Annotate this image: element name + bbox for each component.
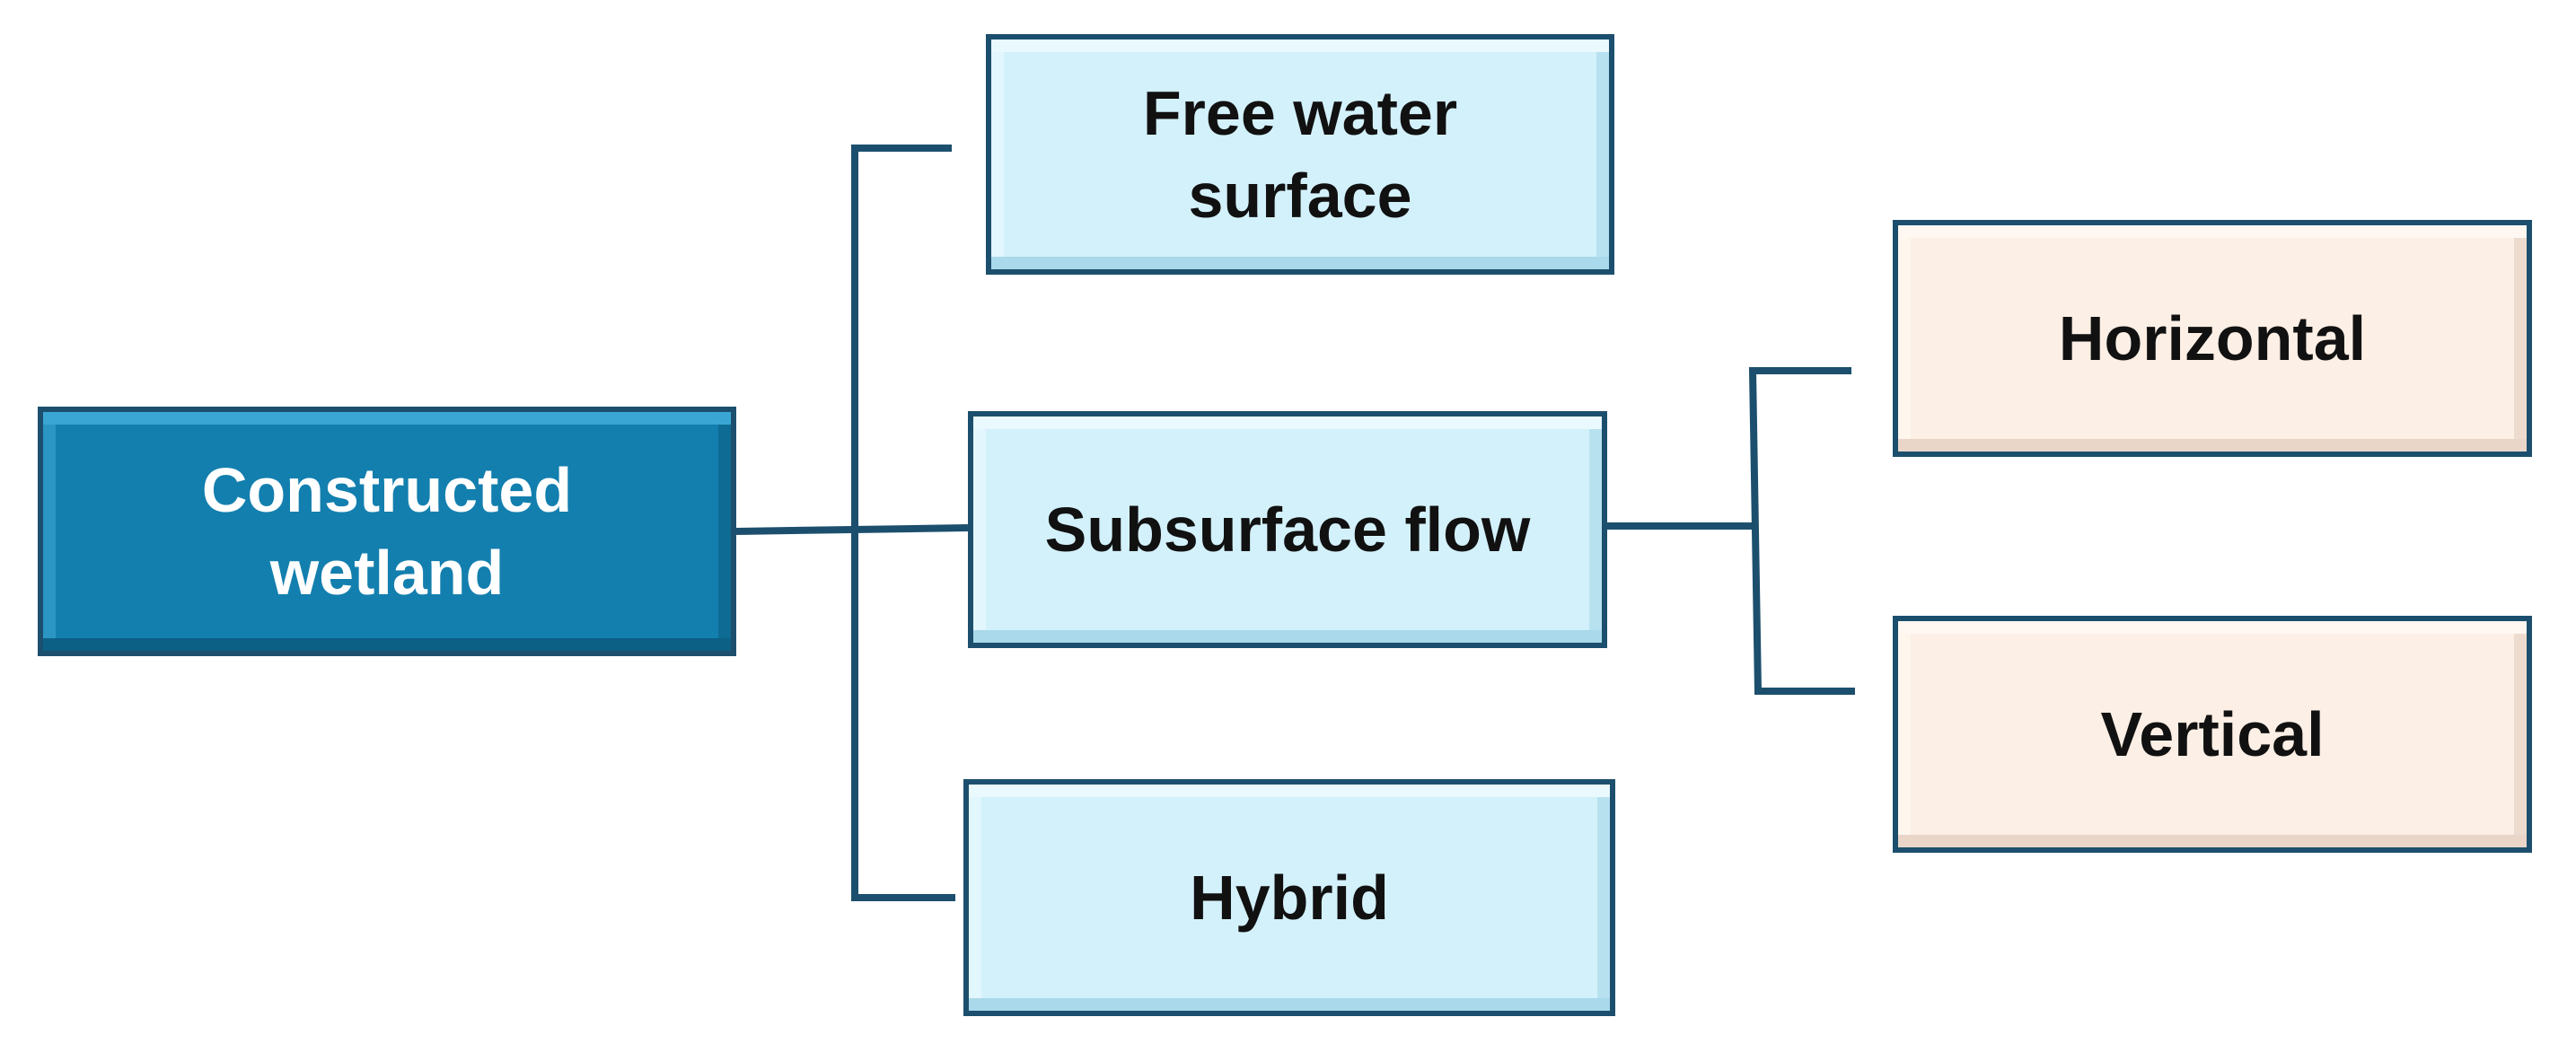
node-constructed-wetland-label: Constructed wetland [201,454,573,608]
node-subsurface-flow: Subsurface flow [968,411,1607,648]
node-vertical: Vertical [1893,616,2532,853]
node-horizontal-label: Horizontal [2058,303,2367,373]
node-vertical-label: Vertical [2100,698,2325,769]
edge-second-level-bracket [1748,367,1855,695]
node-free-water-surface: Free water surface [986,34,1614,275]
node-horizontal: Horizontal [1893,220,2532,457]
node-hybrid-label: Hybrid [1190,862,1389,933]
node-hybrid: Hybrid [963,779,1615,1016]
node-subsurface-flow-label: Subsurface flow [1044,494,1531,565]
node-free-water-surface-label: Free water surface [1142,77,1458,231]
edge-first-level-bracket [851,145,955,901]
node-constructed-wetland: Constructed wetland [38,407,736,656]
